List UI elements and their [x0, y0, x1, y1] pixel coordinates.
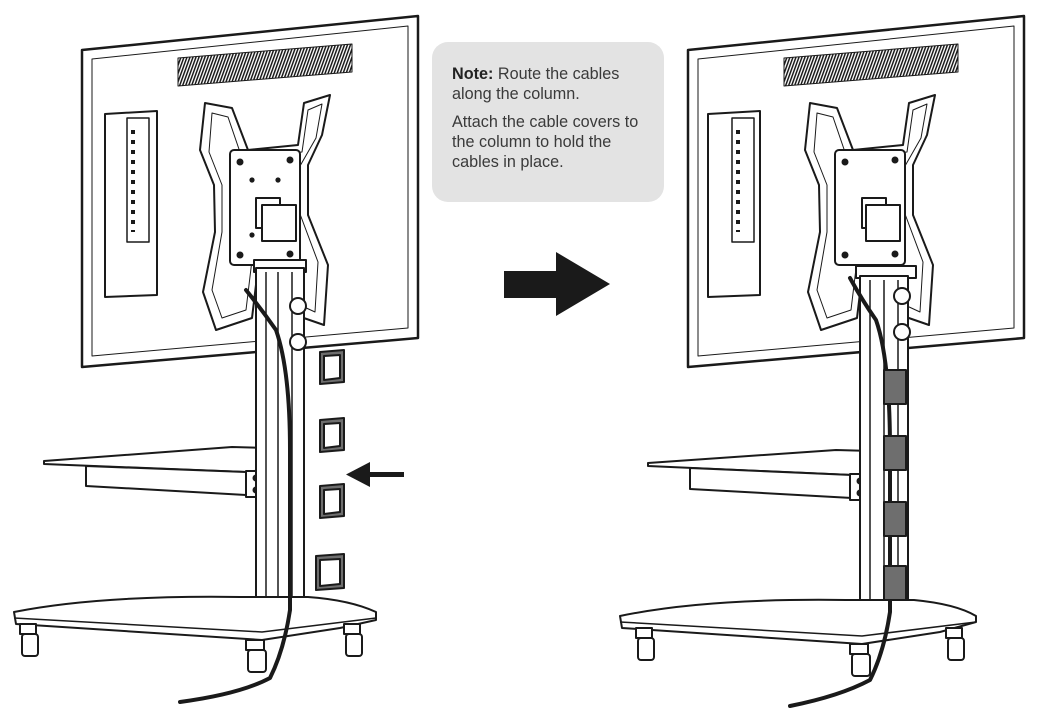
- cable: [178, 288, 292, 704]
- step-after-illustration: [619, 14, 1026, 708]
- cable-covers-attached: [883, 369, 907, 601]
- step-before-illustration: [13, 14, 420, 704]
- vent-grille: [783, 43, 959, 87]
- note-paragraph-2: Attach the cable covers to the column to…: [452, 113, 639, 171]
- vent-grille: [177, 43, 353, 87]
- base-plate: [619, 598, 977, 645]
- left-arrow-icon: [346, 462, 404, 487]
- note-callout: Note: Route the cables along the column.…: [432, 42, 664, 202]
- note-heading: Note:: [452, 65, 494, 83]
- casters: [635, 627, 965, 677]
- right-arrow-icon: [504, 252, 610, 316]
- casters: [19, 623, 363, 673]
- cable-covers-loose: [315, 349, 345, 591]
- note-text-route: Route the cables along the column.: [452, 65, 620, 103]
- base-plate: [13, 595, 377, 641]
- glass-shelf: [43, 446, 301, 498]
- column-head: [253, 197, 307, 273]
- note-paragraph-1: Note: Route the cables along the column.: [452, 64, 646, 104]
